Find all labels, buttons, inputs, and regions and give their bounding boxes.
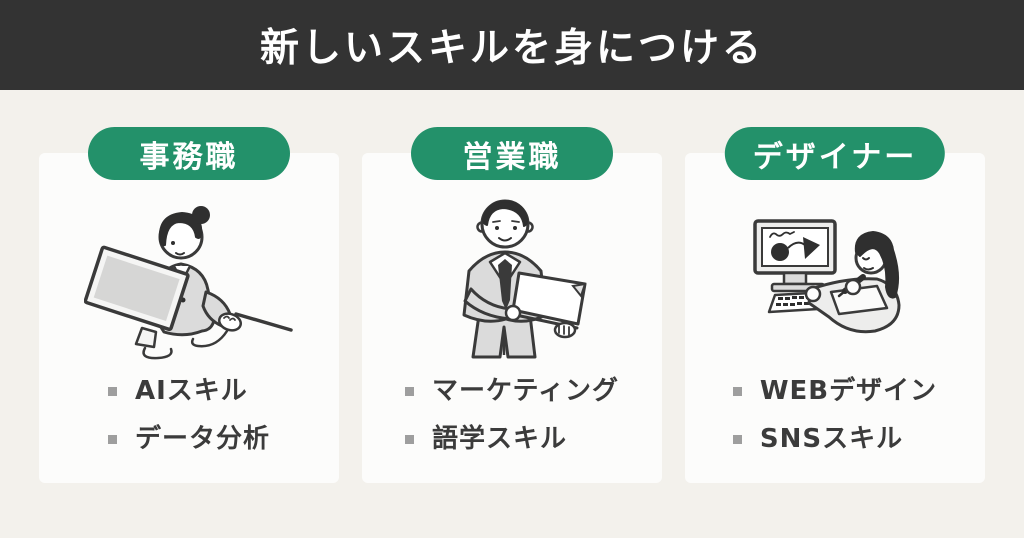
skill-item: AIスキル bbox=[107, 375, 270, 407]
page-title: 新しいスキルを身につける bbox=[259, 26, 764, 71]
skill-list-sales: マーケティング 語学スキル bbox=[405, 375, 619, 455]
skill-label: マーケティング bbox=[432, 376, 619, 406]
skill-label: SNSスキル bbox=[759, 424, 904, 454]
card-designer: デザイナー bbox=[685, 127, 985, 483]
salesman-illustration bbox=[362, 195, 662, 365]
square-bullet-icon bbox=[107, 386, 117, 396]
skill-item: SNSスキル bbox=[732, 423, 937, 455]
designer-illustration bbox=[685, 195, 985, 365]
skill-label: AIスキル bbox=[134, 376, 248, 406]
header-bar: 新しいスキルを身につける bbox=[0, 0, 1024, 90]
card-sales: 営業職 bbox=[362, 127, 662, 483]
office-woman-at-monitor-icon bbox=[84, 206, 293, 360]
skill-item: マーケティング bbox=[405, 375, 619, 407]
role-badge-sales: 営業職 bbox=[411, 127, 613, 180]
skill-label: データ分析 bbox=[134, 424, 270, 454]
designer-with-pen-tablet-icon bbox=[753, 219, 901, 334]
card-office-work: 事務職 bbox=[39, 127, 339, 483]
square-bullet-icon bbox=[405, 434, 415, 444]
skill-label: WEBデザイン bbox=[759, 376, 938, 406]
cards-container: 事務職 bbox=[0, 127, 1024, 483]
skill-list-designer: WEBデザイン SNSスキル bbox=[732, 375, 938, 455]
square-bullet-icon bbox=[107, 434, 117, 444]
square-bullet-icon bbox=[405, 386, 415, 396]
skill-list-office: AIスキル データ分析 bbox=[107, 375, 270, 455]
skill-item: WEBデザイン bbox=[732, 375, 938, 407]
businessman-with-laptop-icon bbox=[462, 199, 587, 359]
role-badge-designer: デザイナー bbox=[724, 127, 946, 180]
square-bullet-icon bbox=[732, 434, 742, 444]
skill-label: 語学スキル bbox=[432, 424, 568, 454]
office-worker-illustration bbox=[39, 195, 339, 365]
square-bullet-icon bbox=[732, 386, 742, 396]
skill-item: 語学スキル bbox=[405, 423, 619, 455]
skill-item: データ分析 bbox=[107, 423, 270, 455]
role-badge-office: 事務職 bbox=[88, 127, 290, 180]
